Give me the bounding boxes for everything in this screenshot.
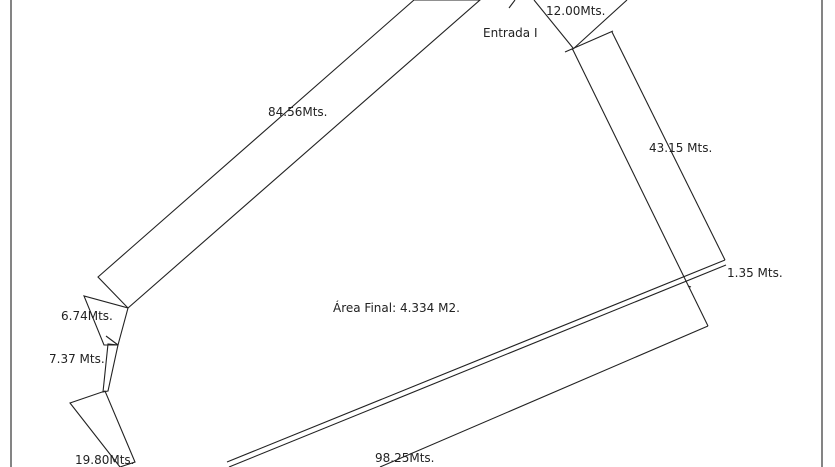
west-middle-segment [102, 343, 119, 393]
top-measurement-label: 12.00Mts. [546, 4, 605, 18]
southeast-offset-line-1 [226, 259, 726, 463]
entrance-tick-left [508, 0, 516, 9]
top-boundary-line [571, 0, 628, 51]
northwest-boundary-strip [97, 0, 481, 309]
west-middle-measurement-label: 7.37 Mts. [49, 352, 105, 366]
west-lower-measurement-label: 19.80Mts. [75, 453, 134, 467]
west-segment-divider [105, 335, 119, 346]
area-label: Área Final: 4.334 M2. [333, 300, 460, 315]
southeast-connector [687, 285, 692, 288]
west-upper-measurement-label: 6.74Mts. [61, 309, 113, 323]
southeast-offset-line-2 [228, 264, 727, 467]
south-boundary-line [379, 325, 709, 467]
east-gap-measurement-label: 1.35 Mts. [727, 266, 783, 280]
west-upper-segment [83, 295, 129, 346]
west-lower-segment [69, 390, 136, 467]
northwest-measurement-label: 84.56Mts. [268, 105, 327, 119]
east-measurement-label: 43.15 Mts. [649, 141, 712, 155]
east-boundary-outer [611, 31, 726, 261]
entrance-edge [533, 0, 574, 49]
south-measurement-label: 98.25Mts. [375, 451, 434, 465]
entrance-tick [564, 30, 614, 53]
east-boundary-inner [572, 49, 709, 327]
entrance-label: Entrada I [483, 26, 538, 40]
